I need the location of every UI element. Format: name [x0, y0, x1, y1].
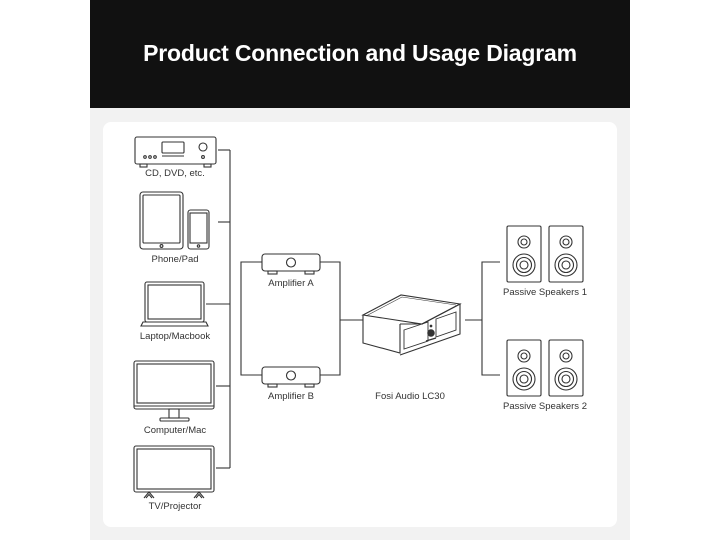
amplifier-b-icon [261, 366, 321, 388]
label-amplifier-b: Amplifier B [268, 391, 314, 402]
label-cd-dvd: CD, DVD, etc. [145, 168, 205, 179]
label-tv-projector: TV/Projector [148, 501, 202, 512]
page-title: Product Connection and Usage Diagram [143, 40, 577, 66]
laptop-icon [140, 281, 209, 327]
speaker-bracket [481, 261, 500, 376]
label-lc30: Fosi Audio LC30 [375, 391, 445, 402]
label-computer: Computer/Mac [143, 425, 207, 436]
header-bar: Product Connection and Usage Diagram [90, 0, 630, 108]
label-phone-pad: Phone/Pad [151, 254, 199, 265]
connection-lines [206, 149, 500, 469]
label-laptop: Laptop/Macbook [139, 331, 211, 342]
label-passive-speakers-2: Passive Speakers 2 [503, 401, 587, 412]
passive-speakers-1-icon [506, 225, 584, 283]
tablet-phone-icon [139, 191, 210, 250]
diagram-panel [103, 122, 617, 527]
amp-input-bracket [240, 261, 262, 376]
amplifier-a-icon [261, 253, 321, 275]
amp-output-bracket [320, 261, 341, 376]
label-passive-speakers-1: Passive Speakers 1 [503, 287, 587, 298]
tv-icon [133, 445, 215, 499]
monitor-icon [133, 360, 215, 422]
label-amplifier-a: Amplifier A [268, 278, 314, 289]
cd-player-icon [134, 136, 217, 168]
passive-speakers-2-icon [506, 339, 584, 397]
lc30-switcher-icon [361, 294, 462, 356]
